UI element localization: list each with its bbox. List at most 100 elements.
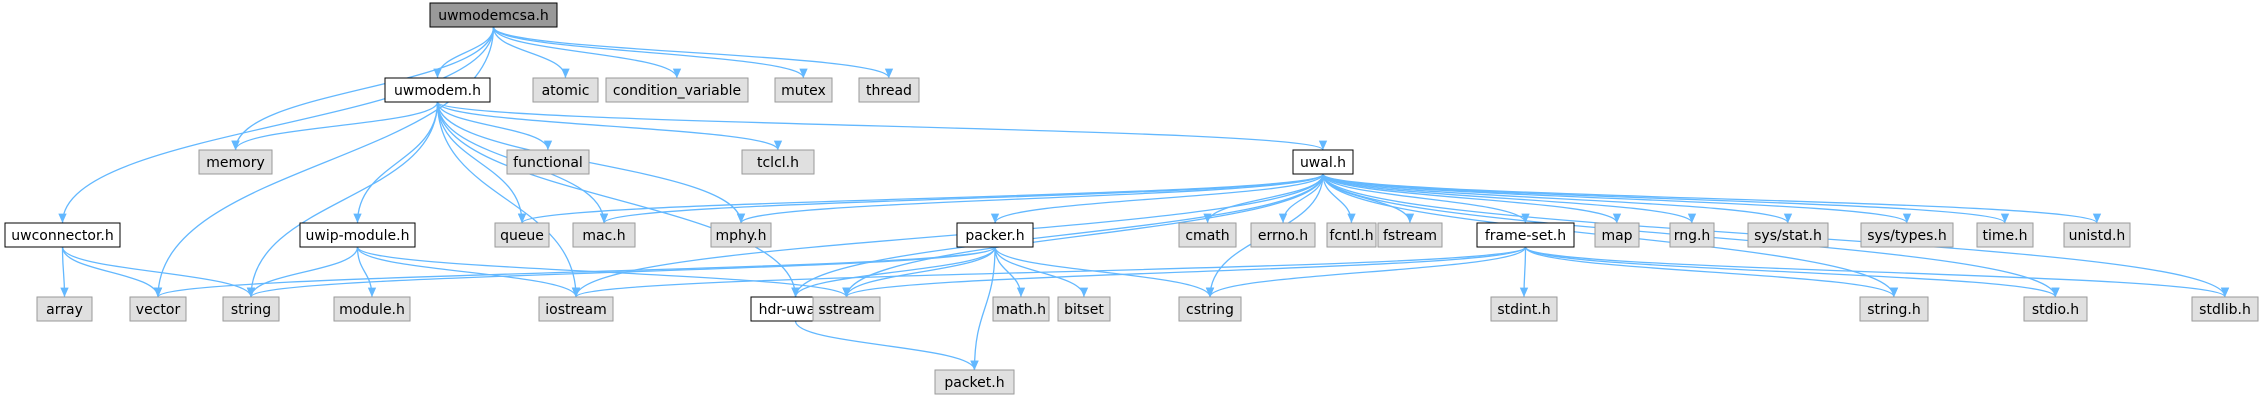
node-fcntl: fcntl.h xyxy=(1326,222,1377,248)
node-box-fstream xyxy=(1377,222,1443,248)
node-label-time: time.h xyxy=(1983,228,2028,244)
edge-uwal-to-iostream xyxy=(571,173,1324,298)
edge-uwmodemcsa-to-uwmodem xyxy=(433,26,495,79)
node-label-mac: mac.h xyxy=(582,228,625,244)
edge-uwal-to-mphy xyxy=(737,173,1324,224)
node-iostream: iostream xyxy=(538,296,614,322)
node-box-errno xyxy=(1250,222,1316,248)
edge-uwmodemcsa-to-mutex xyxy=(492,26,808,79)
edge-uwmodem-to-memory xyxy=(231,101,439,151)
edge-uwmodem-to-hdruwal xyxy=(436,101,800,298)
node-label-cmath: cmath xyxy=(1185,228,1229,244)
node-stdlib: stdlib.h xyxy=(2191,296,2259,322)
node-label-sstream: sstream xyxy=(818,302,874,318)
edge-packer-to-packet xyxy=(970,246,996,371)
node-box-cstring xyxy=(1178,296,1242,322)
edge-uwal-to-frameset xyxy=(1322,173,1530,224)
node-label-atomic: atomic xyxy=(542,83,590,99)
node-label-mphy: mphy.h xyxy=(715,228,766,244)
node-box-systypes xyxy=(1860,222,1954,248)
edge-uwmodem-to-iostream xyxy=(436,101,581,298)
node-box-map xyxy=(1594,222,1640,248)
node-box-module xyxy=(333,296,411,322)
node-sysstat: sys/stat.h xyxy=(1747,222,1829,248)
edge-frameset-to-iostream xyxy=(572,246,1527,298)
edge-uwmodem-to-uwal xyxy=(436,101,1327,151)
node-packet: packet.h xyxy=(934,369,1015,395)
edge-uwipmodule-to-string xyxy=(246,246,359,298)
edge-uwmodemcsa-to-vector xyxy=(153,26,495,298)
node-uwal[interactable]: uwal.h xyxy=(1292,149,1354,175)
node-label-array: array xyxy=(46,302,83,318)
node-box-iostream xyxy=(538,296,614,322)
node-label-functional: functional xyxy=(513,155,583,171)
edge-uwal-to-map xyxy=(1322,173,1622,224)
node-box-condition_variable xyxy=(605,77,749,103)
node-mphy: mphy.h xyxy=(710,222,772,248)
node-time: time.h xyxy=(1976,222,2034,248)
node-box-memory xyxy=(198,149,273,175)
node-box-mphy xyxy=(710,222,772,248)
node-uwmodemcsa[interactable]: uwmodemcsa.h xyxy=(429,2,558,28)
node-box-atomic xyxy=(532,77,599,103)
edge-frameset-to-sstream xyxy=(842,246,1527,298)
edge-uwal-to-time xyxy=(1322,173,2009,224)
node-math: math.h xyxy=(992,296,1050,322)
node-label-math: math.h xyxy=(996,302,1046,318)
node-label-bitset: bitset xyxy=(1064,302,1104,318)
node-label-systypes: sys/types.h xyxy=(1867,228,1946,244)
node-box-cmath xyxy=(1178,222,1237,248)
node-box-rng xyxy=(1669,222,1715,248)
node-packer[interactable]: packer.h xyxy=(956,222,1034,248)
edge-uwal-to-systypes xyxy=(1322,173,1911,224)
edge-frameset-to-cstring xyxy=(1205,246,1527,298)
node-box-array xyxy=(36,296,93,322)
node-box-fcntl xyxy=(1326,222,1377,248)
node-cmath: cmath xyxy=(1178,222,1237,248)
node-label-packet: packet.h xyxy=(944,375,1004,391)
node-label-sysstat: sys/stat.h xyxy=(1754,228,1822,244)
node-uwconnector[interactable]: uwconnector.h xyxy=(4,222,121,248)
node-box-stdint xyxy=(1490,296,1558,322)
node-label-rng: rng.h xyxy=(1674,228,1711,244)
edge-frameset-to-stdlib xyxy=(1524,246,2229,298)
node-box-bitset xyxy=(1057,296,1111,322)
node-box-uwipmodule xyxy=(299,222,416,248)
node-unistd: unistd.h xyxy=(2063,222,2131,248)
node-bitset: bitset xyxy=(1057,296,1111,322)
edge-packer-to-string xyxy=(247,246,996,298)
edge-uwmodem-to-functional xyxy=(436,101,553,151)
node-uwmodem[interactable]: uwmodem.h xyxy=(384,77,491,103)
node-box-uwmodem xyxy=(384,77,491,103)
edge-uwal-to-unistd xyxy=(1322,173,2101,224)
edge-uwipmodule-to-sstream xyxy=(356,246,851,298)
edge-frameset-to-stringh xyxy=(1524,246,1899,298)
edge-packer-to-hdruwal xyxy=(791,246,996,298)
node-box-frameset xyxy=(1476,222,1575,248)
node-label-thread: thread xyxy=(866,83,912,99)
node-uwipmodule[interactable]: uwip-module.h xyxy=(299,222,416,248)
edge-uwmodem-to-uwipmodule xyxy=(353,101,439,224)
node-box-packer xyxy=(956,222,1034,248)
node-box-stdio xyxy=(2023,296,2088,322)
edge-frameset-to-stdint xyxy=(1519,246,1529,298)
node-stdio: stdio.h xyxy=(2023,296,2088,322)
node-box-tclcl xyxy=(741,149,815,175)
node-stdint: stdint.h xyxy=(1490,296,1558,322)
node-fstream: fstream xyxy=(1377,222,1443,248)
node-thread: thread xyxy=(858,77,920,103)
node-label-uwipmodule: uwip-module.h xyxy=(306,228,410,244)
node-label-uwconnector: uwconnector.h xyxy=(11,228,114,244)
node-mutex: mutex xyxy=(774,77,833,103)
node-box-queue xyxy=(494,222,550,248)
node-box-functional xyxy=(506,149,590,175)
node-label-stdio: stdio.h xyxy=(2032,302,2079,318)
node-systypes: sys/types.h xyxy=(1860,222,1954,248)
node-frameset[interactable]: frame-set.h xyxy=(1476,222,1575,248)
node-functional: functional xyxy=(506,149,590,175)
edge-hdruwal-to-packet xyxy=(794,320,979,371)
node-box-mac xyxy=(572,222,636,248)
node-box-uwmodemcsa xyxy=(429,2,558,28)
node-label-fcntl: fcntl.h xyxy=(1329,228,1373,244)
